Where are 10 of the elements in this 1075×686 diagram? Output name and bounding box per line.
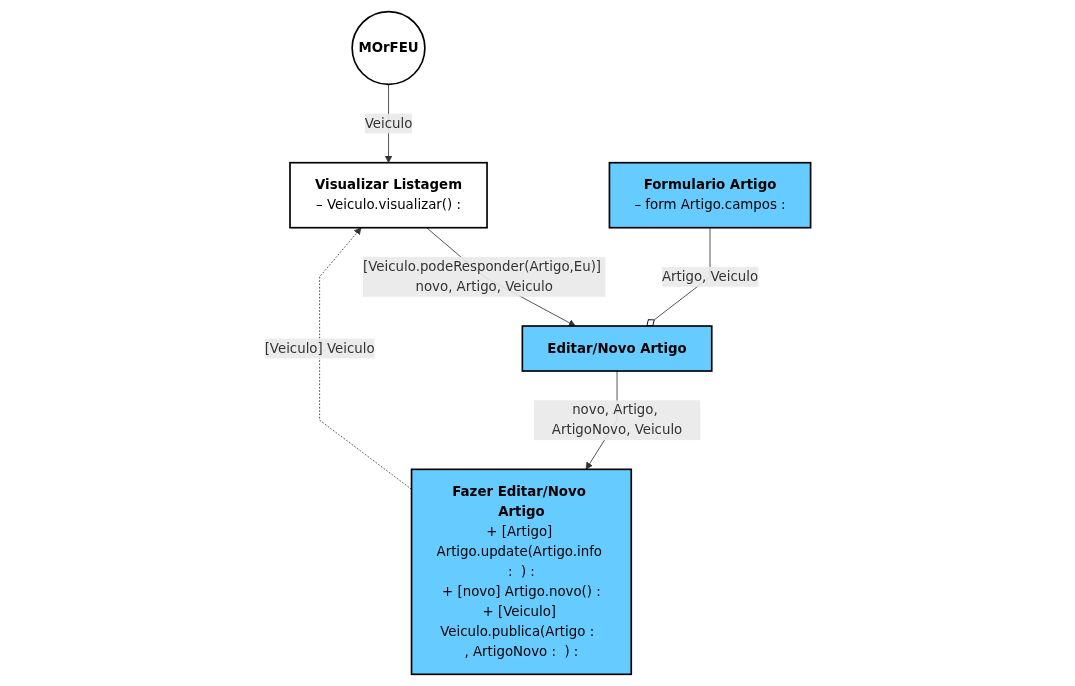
edge-label: Veiculo (364, 115, 413, 132)
node-box: Fazer Editar/Novo Artigo + [Artigo] Artigo.update(Artigo.info : ) : + [novo] Artigo.novo() : + [Veiculo] Veiculo.publica(Artigo : , ArtigoNovo : ) : (410, 468, 632, 676)
edge-label: [Veiculo.podeResponder(Artigo,Eu)] novo, Artigo, Veiculo (362, 258, 601, 295)
node-circle: MOrFEU (351, 10, 426, 86)
node-box: Editar/Novo Artigo (521, 325, 713, 372)
edge-label: [Veiculo] Veiculo (264, 340, 375, 357)
node-box: Visualizar Listagem – Veiculo.visualizar() : (289, 161, 488, 229)
node-box: Formulario Artigo – form Artigo.campos : (608, 161, 812, 229)
edge-label: Artigo, Veiculo (661, 268, 759, 285)
edge-label: novo, Artigo, ArtigoNovo, Veiculo (551, 401, 683, 438)
